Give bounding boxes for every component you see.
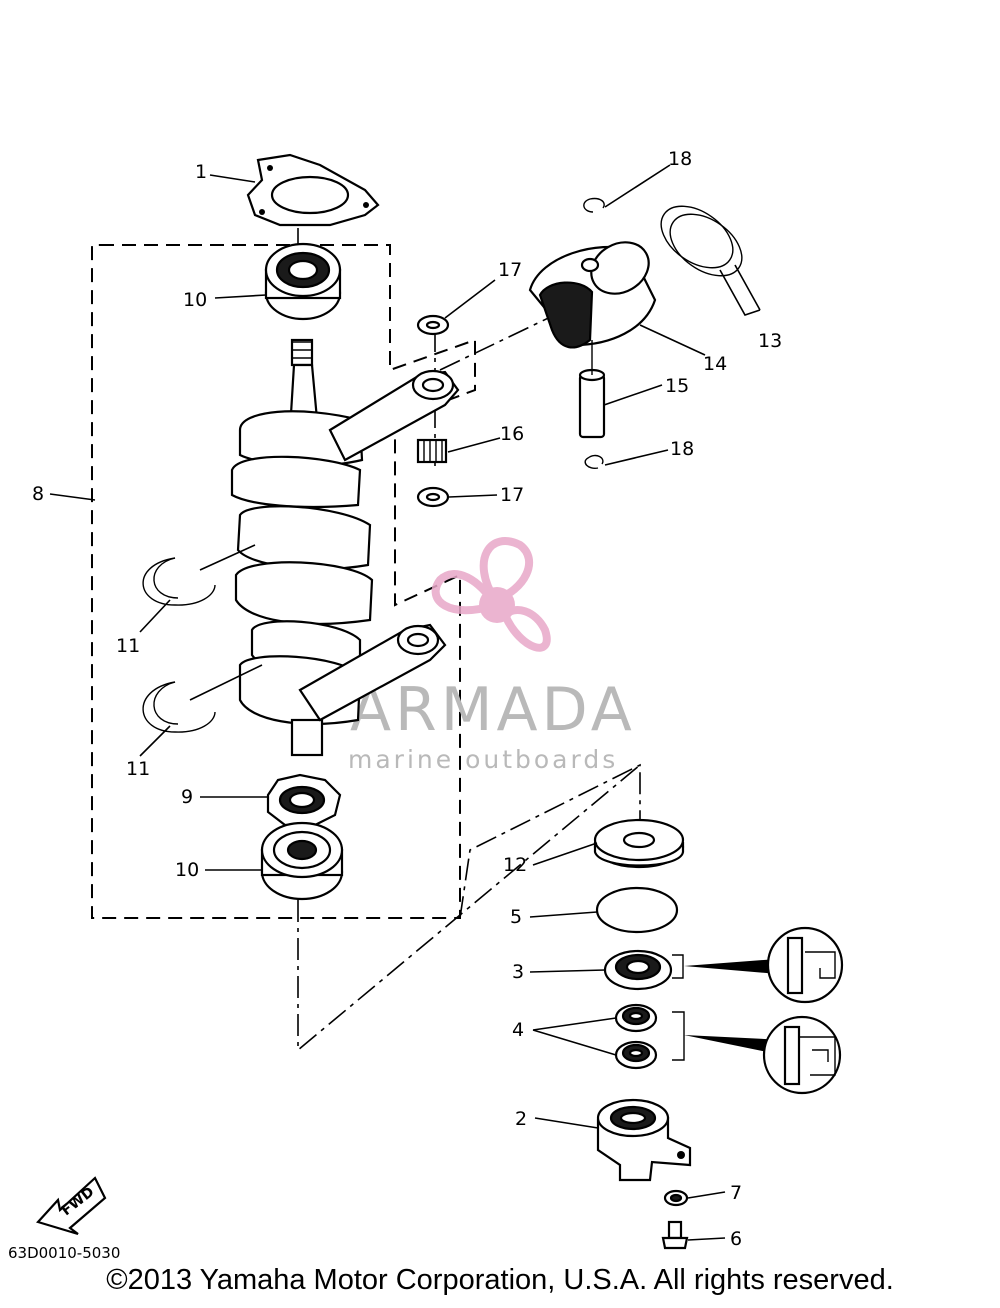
label-part-3: 3 [512, 961, 524, 983]
part-12-plate [593, 818, 685, 869]
part-6-bolt [661, 1220, 689, 1250]
part-2-housing [596, 1098, 692, 1182]
label-part-11b: 11 [126, 758, 150, 780]
label-part-1: 1 [195, 161, 207, 183]
armada-logo-watermark [431, 537, 551, 652]
label-part-2: 2 [515, 1108, 527, 1130]
label-part-14: 13 [758, 330, 782, 352]
catalog-code: 63D0010-5030 [8, 1244, 121, 1262]
copyright-notice: ©2013 Yamaha Motor Corporation, U.S.A. A… [106, 1264, 894, 1296]
watermark-tagline: marine outboards [348, 745, 618, 774]
part-17-washer-upper [416, 314, 450, 336]
label-part-7: 7 [730, 1182, 742, 1204]
alignment-line-piston [439, 309, 566, 371]
label-part-13: 14 [703, 353, 727, 375]
alignment-line-bearing [459, 763, 641, 919]
part-11-circlip-upper [142, 557, 216, 606]
seal-detail-circle-lower [762, 1015, 842, 1095]
label-part-17b: 17 [500, 484, 524, 506]
label-part-17a: 17 [498, 259, 522, 281]
label-part-12: 12 [503, 854, 527, 876]
label-part-9: 9 [181, 786, 193, 808]
part-16-needle-bearing [416, 438, 448, 464]
connecting-rod-lower [298, 623, 447, 722]
part-7-washer [663, 1189, 689, 1207]
label-part-4: 4 [512, 1019, 524, 1041]
part-18-clip-upper [583, 197, 605, 213]
part-14-piston-rings [660, 205, 743, 277]
part-10-upper-bearing [264, 242, 342, 321]
label-part-10a: 10 [183, 289, 207, 311]
part-9-drive-gear [266, 773, 342, 827]
part-4-oil-seal-lower [614, 1040, 658, 1070]
seal-detail-circle-upper [766, 926, 844, 1004]
bracket-part-4 [672, 1011, 685, 1061]
part-13-piston [528, 241, 657, 349]
part-1-cover-plate [246, 153, 380, 227]
part-17-washer-lower [416, 486, 450, 508]
label-part-6: 6 [730, 1228, 742, 1250]
label-part-8: 8 [32, 483, 44, 505]
label-part-10b: 10 [175, 859, 199, 881]
label-part-16: 16 [500, 423, 524, 445]
watermark-brand: ARMADA [350, 675, 636, 745]
part-4-oil-seal-upper [614, 1003, 658, 1033]
part-3-oil-seal [603, 949, 673, 991]
crankshaft-assembly-boundary [91, 244, 476, 919]
part-11-circlip-lower [142, 681, 216, 733]
label-part-18a: 18 [668, 148, 692, 170]
alignment-line-seals [297, 764, 641, 1052]
connecting-rod-upper [328, 369, 460, 462]
part-5-o-ring [595, 886, 679, 934]
bracket-part-3 [672, 954, 684, 979]
label-part-18b: 18 [670, 438, 694, 460]
part-10-lower-bearing [260, 821, 344, 901]
label-part-15: 15 [665, 375, 689, 397]
part-15-piston-pin [578, 368, 606, 439]
label-part-11a: 11 [116, 635, 140, 657]
label-part-5: 5 [510, 906, 522, 928]
fwd-arrow-icon: FWD [36, 1176, 107, 1236]
part-18-clip-lower [584, 454, 604, 470]
